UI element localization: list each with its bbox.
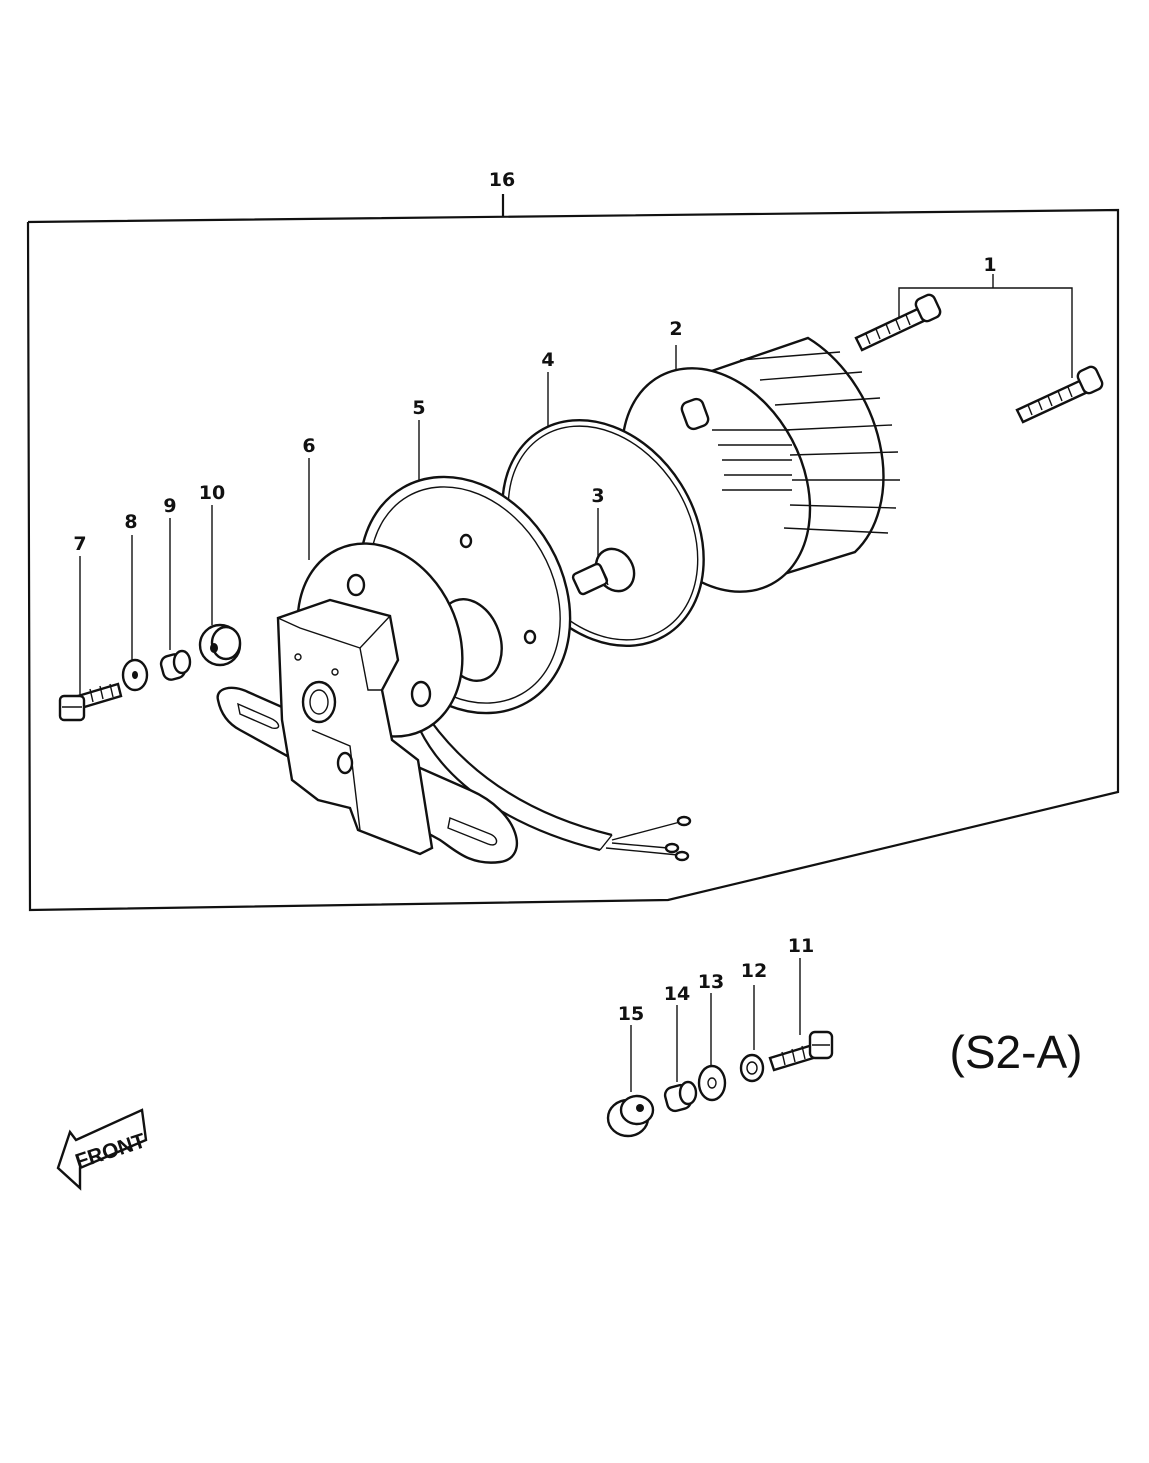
lens-screws — [854, 274, 1104, 424]
bulb — [571, 508, 636, 596]
callout-14: 14 — [664, 983, 690, 1005]
tail-light-housing — [216, 458, 692, 864]
tail-light-lens — [620, 336, 900, 593]
washer-left — [121, 535, 149, 692]
section-code: (S2-A) — [950, 1026, 1083, 1078]
callout-4: 4 — [541, 349, 554, 371]
callout-5: 5 — [412, 397, 425, 419]
front-arrow: FRONT — [56, 1108, 149, 1191]
callout-8: 8 — [124, 511, 137, 533]
callout-6: 6 — [302, 435, 315, 457]
grommet-left — [198, 505, 242, 667]
assembly-boundary — [26, 194, 1120, 912]
callout-15: 15 — [618, 1003, 644, 1025]
callout-1: 1 — [983, 254, 996, 276]
callout-9: 9 — [163, 495, 176, 517]
spring-washer — [739, 985, 765, 1083]
collar-left — [159, 518, 192, 681]
callout-2: 2 — [669, 318, 682, 340]
callout-7: 7 — [73, 533, 86, 555]
mounting-bolt — [58, 556, 123, 722]
callout-12: 12 — [741, 960, 767, 982]
collar-lower — [663, 1005, 698, 1113]
callout-11: 11 — [788, 935, 814, 957]
callout-16: 16 — [489, 169, 515, 191]
cap-nut — [606, 1025, 655, 1138]
callout-10: 10 — [199, 482, 225, 504]
callout-3: 3 — [591, 485, 604, 507]
callout-13: 13 — [698, 971, 724, 993]
callout-labels: 1 2 3 4 5 6 7 8 9 10 11 12 13 14 15 16 — [73, 169, 996, 1025]
washer-lower — [697, 993, 727, 1102]
mounting-bolt-lower — [768, 958, 834, 1072]
